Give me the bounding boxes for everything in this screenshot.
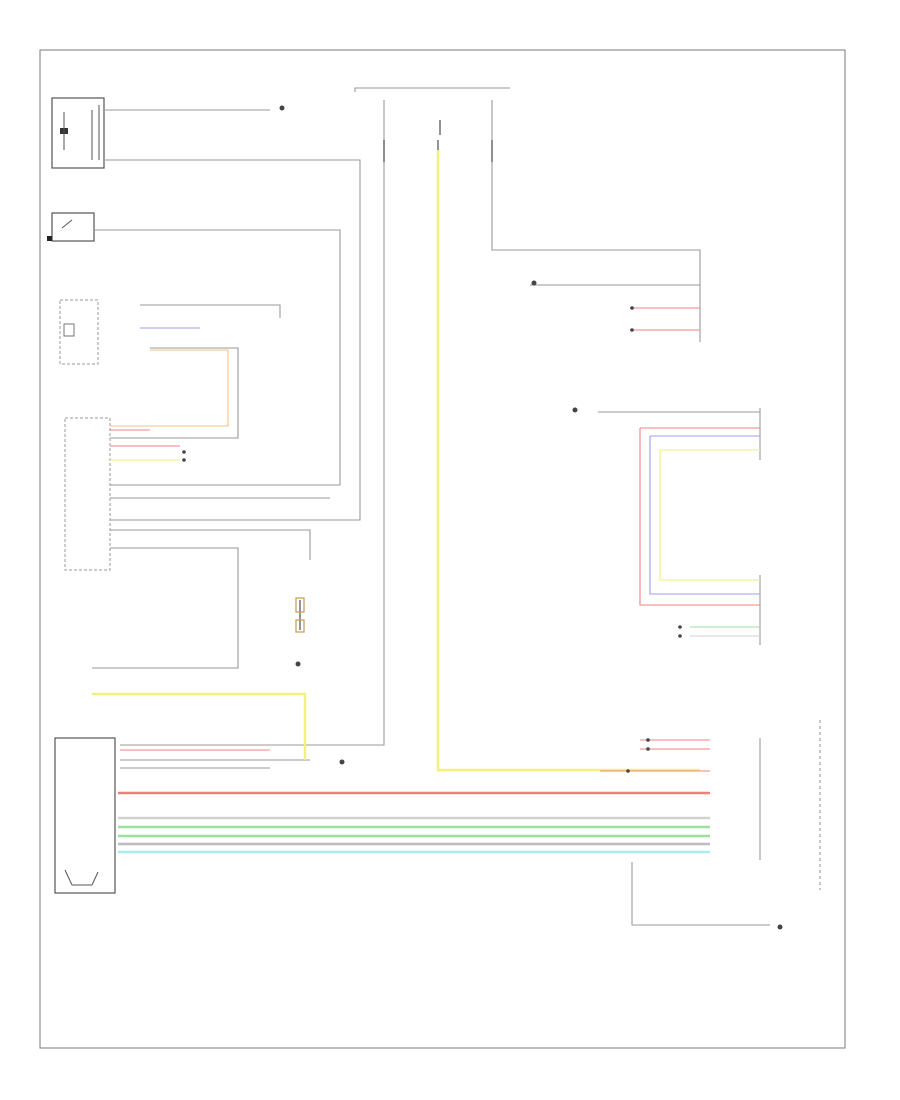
wires-gray (118, 635, 760, 846)
wires-green (118, 626, 760, 838)
ground-symbols (182, 105, 783, 930)
wires-blue (140, 327, 760, 595)
connector-marks (295, 120, 493, 633)
wires-yellow (92, 150, 760, 772)
left-relay-box (59, 299, 99, 365)
wires-orange (110, 349, 229, 427)
top-left-module (51, 97, 105, 169)
wires-black (92, 87, 821, 926)
wires-red (110, 307, 760, 795)
left-connector-block (64, 417, 111, 571)
diagram-frame (39, 49, 846, 1049)
left-switch-module (47, 212, 95, 242)
bottom-left-module (54, 737, 116, 894)
